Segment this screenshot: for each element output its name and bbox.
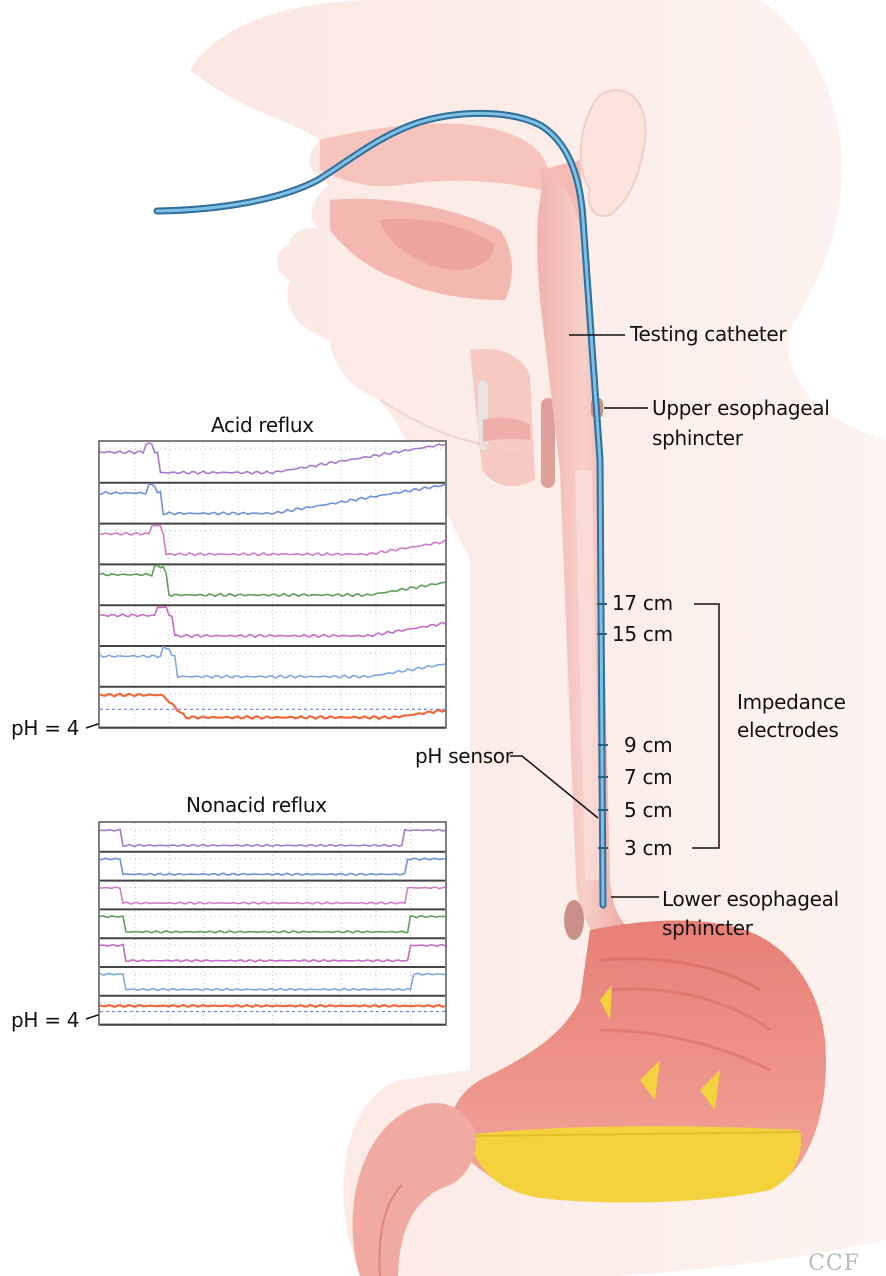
lower-sphincter-label-line1: Lower esophageal bbox=[662, 887, 839, 911]
credit-watermark: CCF bbox=[808, 1251, 860, 1276]
distance-17cm: 17 cm bbox=[612, 591, 673, 615]
testing-catheter-label: Testing catheter bbox=[630, 322, 786, 346]
nonacid-reflux-panel bbox=[99, 822, 446, 1025]
upper-sphincter-label-line2: sphincter bbox=[652, 426, 743, 450]
upper-sphincter-label-line1: Upper esophageal bbox=[652, 396, 830, 420]
acid-reflux-title: Acid reflux bbox=[211, 413, 314, 437]
distance-3cm: 3 cm bbox=[624, 836, 672, 860]
nonacid-reflux-title: Nonacid reflux bbox=[186, 793, 327, 817]
acid-reflux-panel bbox=[99, 441, 446, 728]
impedance-label-line2: electrodes bbox=[737, 718, 838, 742]
lower-sphincter-label-line2: sphincter bbox=[662, 916, 753, 940]
distance-15cm: 15 cm bbox=[612, 622, 673, 646]
distance-9cm: 9 cm bbox=[624, 733, 672, 757]
ph-sensor-label: pH sensor bbox=[415, 744, 513, 768]
nonacid-ph-label: pH = 4 bbox=[11, 1008, 79, 1032]
impedance-label-line1: Impedance bbox=[737, 690, 846, 714]
acid-ph-label: pH = 4 bbox=[11, 716, 79, 740]
distance-5cm: 5 cm bbox=[624, 798, 672, 822]
distance-7cm: 7 cm bbox=[624, 765, 672, 789]
